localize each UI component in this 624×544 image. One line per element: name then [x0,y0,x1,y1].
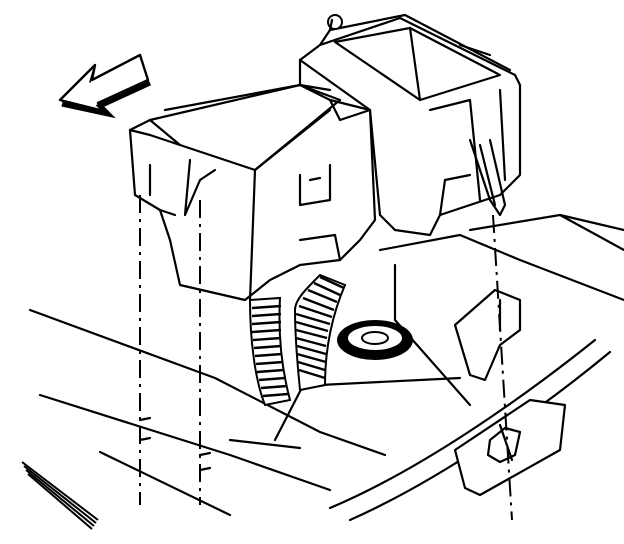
wheel-well-stripe-icon [21,461,99,530]
corrugated-hose-right [293,273,347,392]
mounting-bracket [453,288,522,382]
front-module-housing [128,83,377,302]
rear-module-housing [298,13,522,237]
release-tab [468,138,507,217]
rubber-grommet-icon [337,320,413,360]
direction-arrow-icon [58,53,152,119]
alignment-guide-lines [138,195,513,521]
retaining-clip [453,398,567,497]
corrugated-hose-left [248,296,292,407]
